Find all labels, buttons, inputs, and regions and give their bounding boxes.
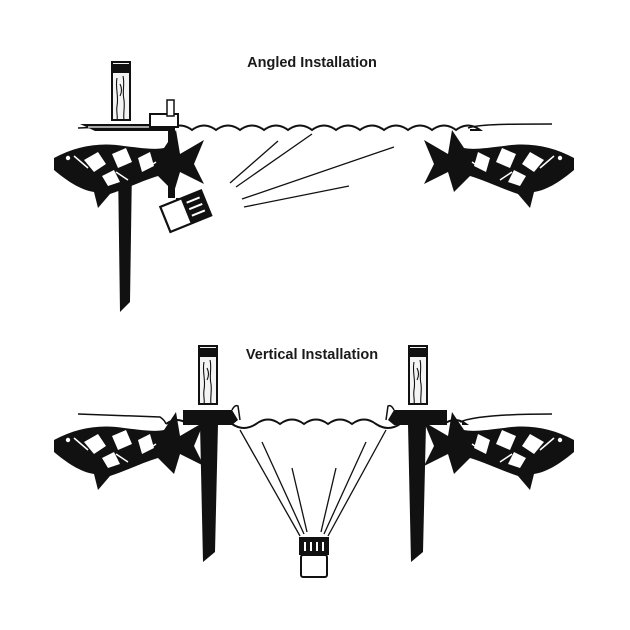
dock-left-vertical — [183, 410, 238, 425]
wooden-post-icon — [407, 345, 429, 405]
fish-icon — [423, 129, 575, 209]
support-stake-angled — [118, 166, 132, 312]
support-stake-right-vertical — [408, 424, 426, 562]
angled-installation: Angled Installation — [53, 55, 575, 312]
vertical-installation: Vertical Installation — [53, 345, 575, 578]
sonar-beam-angled — [229, 133, 395, 208]
sonar-beam-vertical — [239, 429, 387, 537]
wooden-post-icon — [197, 345, 219, 405]
transducer-icon — [158, 188, 213, 234]
dock-right-vertical — [388, 410, 447, 425]
wooden-post-icon — [110, 61, 132, 121]
shore-right-vertical — [459, 413, 553, 423]
water-surface-angled — [167, 124, 484, 132]
angled-installation-title: Angled Installation — [247, 55, 377, 71]
transducer-icon — [299, 537, 329, 578]
shore-right-angled — [467, 123, 553, 129]
vertical-installation-title: Vertical Installation — [246, 347, 378, 363]
shore-left-vertical — [77, 413, 167, 425]
support-stake-left-vertical — [200, 424, 218, 562]
fish-icon — [53, 411, 205, 491]
